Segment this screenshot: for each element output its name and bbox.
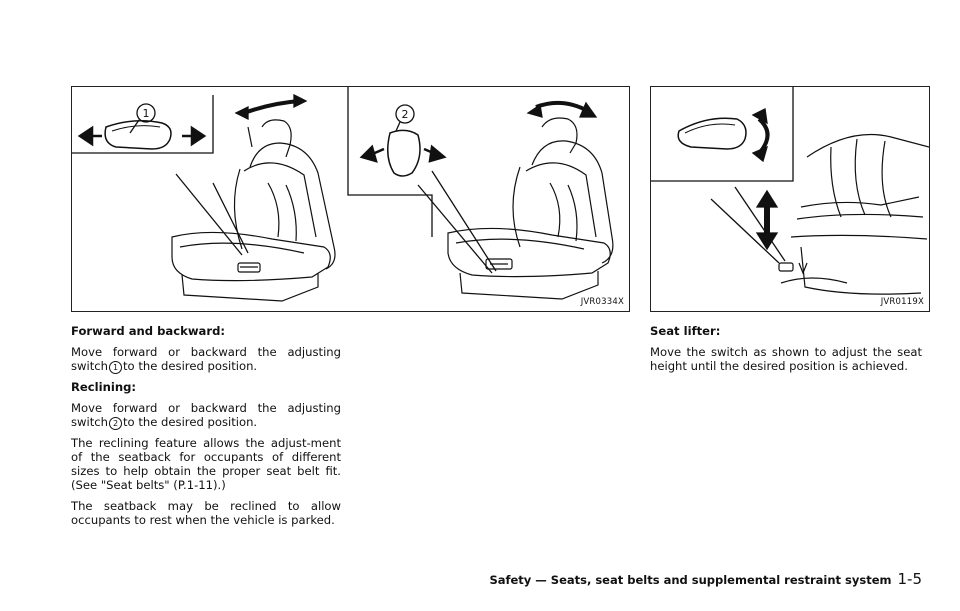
callout-1-icon: 1	[129, 103, 156, 134]
callout-1-label: 1	[143, 107, 150, 120]
forward-text-pre: Move forward or backward the adjusting s…	[71, 344, 341, 373]
callout-2-label: 2	[402, 108, 409, 121]
seat-adjust-illustration: 1	[71, 86, 630, 312]
page-footer: Safety — Seats, seat belts and supplemen…	[489, 569, 922, 588]
left-text-column: Forward and backward: Move forward or ba…	[71, 324, 341, 533]
heading-reclining: Reclining:	[71, 380, 137, 394]
heading-seat-lifter: Seat lifter:	[650, 324, 721, 338]
page-number: 1-5	[897, 570, 923, 588]
heading-forward-backward: Forward and backward:	[71, 324, 226, 338]
seat-lifter-text: Move the switch as shown to adjust the s…	[650, 344, 922, 373]
figure-code-right: JVR0119X	[880, 297, 924, 307]
seat-lifter-illustration: JVR0119X	[650, 86, 930, 312]
forward-text-post: to the desired position.	[123, 358, 258, 373]
callout-2-icon: 2	[395, 104, 415, 132]
forward-instruction: Move forward or backward the adjusting s…	[71, 345, 341, 374]
reclining-instruction: Move forward or backward the adjusting s…	[71, 401, 341, 430]
figure-code-left: JVR0334X	[580, 297, 624, 307]
section-title: Safety — Seats, seat belts and supplemen…	[489, 573, 892, 587]
reclining-feature-text: The reclining feature allows the adjust-…	[71, 436, 341, 492]
switch-1-icon: 1	[109, 360, 123, 374]
reclining-text-pre: Move forward or backward the adjusting s…	[71, 400, 341, 429]
reclining-text-post: to the desired position.	[123, 414, 258, 429]
right-text-column: Seat lifter: Move the switch as shown to…	[650, 324, 922, 379]
switch-2-icon: 2	[109, 416, 123, 430]
seatback-note: The seatback may be reclined to allow oc…	[71, 498, 341, 527]
